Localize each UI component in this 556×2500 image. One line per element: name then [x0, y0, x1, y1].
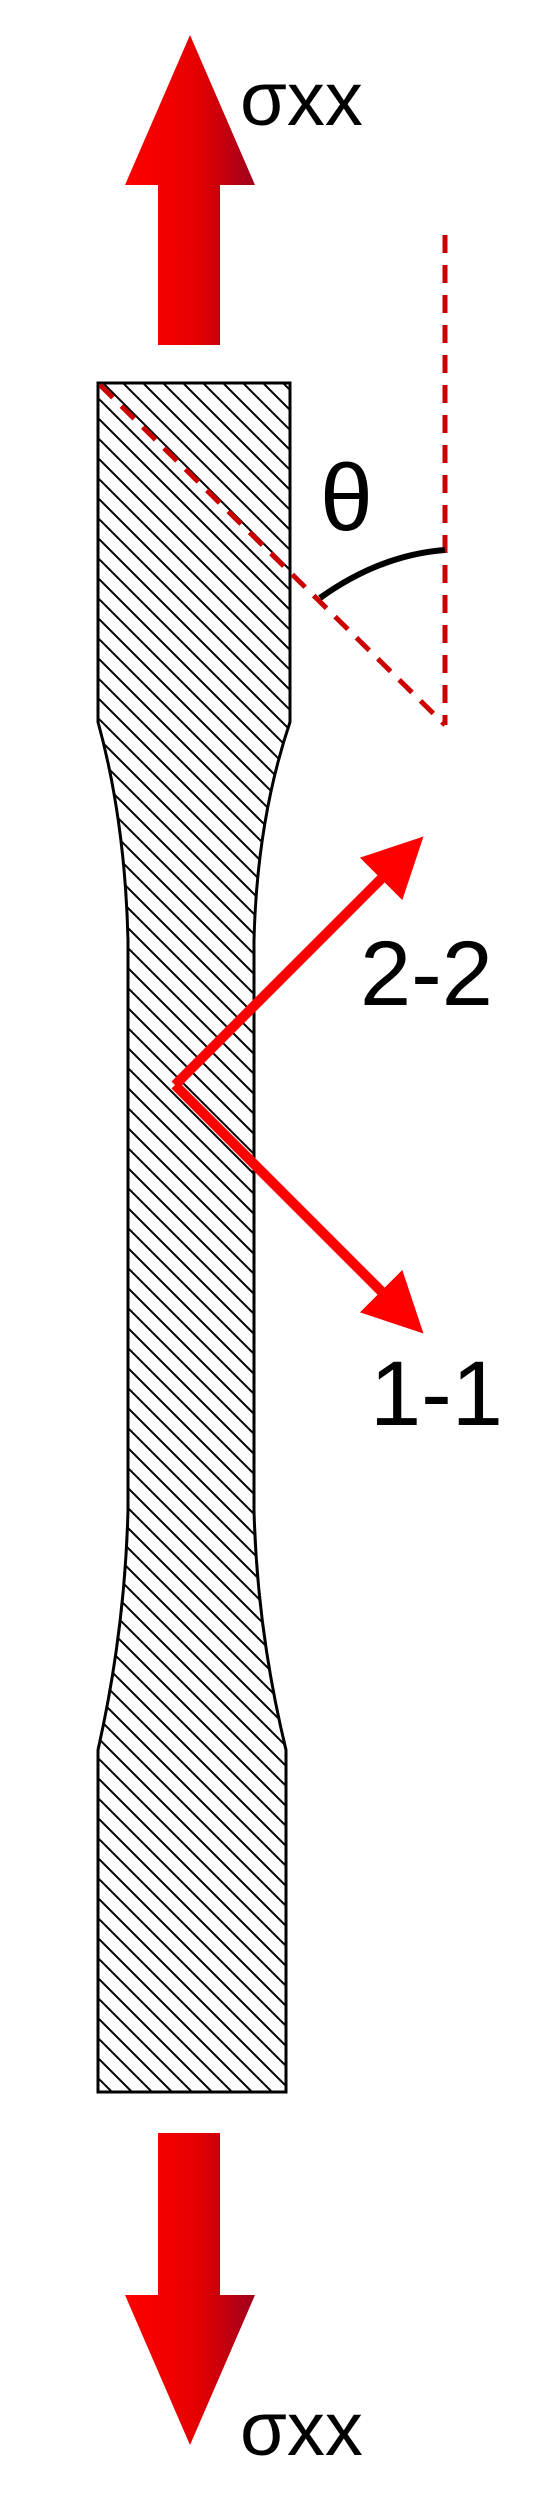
- axis-2-label: 2-2: [360, 923, 493, 1025]
- axis-1-arrow: [171, 1081, 424, 1334]
- bottom-load-arrow: [125, 2133, 255, 2445]
- axis-1-label: 1-1: [370, 1343, 503, 1445]
- top-load-arrow: [125, 35, 255, 345]
- bottom-stress-label: σxx: [240, 2387, 363, 2472]
- angle-label: θ: [320, 445, 373, 551]
- inclined-plane-dashed-line: [98, 383, 447, 727]
- principal-axes: [171, 836, 424, 1334]
- angle-reference-lines: [98, 235, 448, 727]
- specimen: [96, 381, 292, 2094]
- axis-2-arrow: [171, 836, 424, 1089]
- angle-arc: [318, 547, 446, 601]
- top-stress-label: σxx: [240, 57, 363, 142]
